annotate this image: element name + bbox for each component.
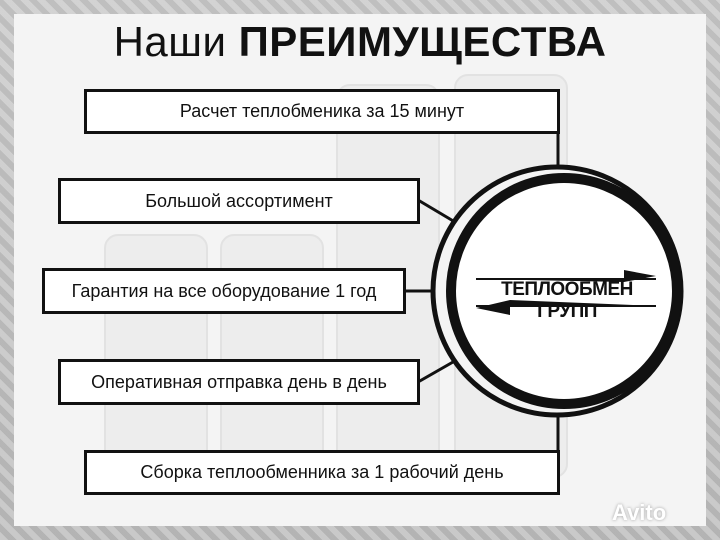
benefit-item: Оперативная отправка день в день bbox=[58, 359, 420, 405]
title-bold: ПРЕИМУЩЕСТВА bbox=[238, 18, 607, 65]
benefit-item: Гарантия на все оборудование 1 год bbox=[42, 268, 406, 314]
page-title: Наши ПРЕИМУЩЕСТВА bbox=[0, 18, 720, 66]
avito-watermark: Avito bbox=[612, 500, 667, 525]
benefit-item: Расчет теплобменика за 15 минут bbox=[84, 89, 560, 134]
logo-circle bbox=[446, 173, 682, 409]
title-regular: Наши bbox=[113, 18, 227, 65]
benefit-item: Сборка теплообменника за 1 рабочий день bbox=[84, 450, 560, 495]
company-logo-text: ТЕПЛООБМЕН ГРУПП bbox=[501, 279, 633, 322]
bottom-arrow-icon bbox=[476, 300, 656, 315]
benefit-item: Большой ассортимент bbox=[58, 178, 420, 224]
